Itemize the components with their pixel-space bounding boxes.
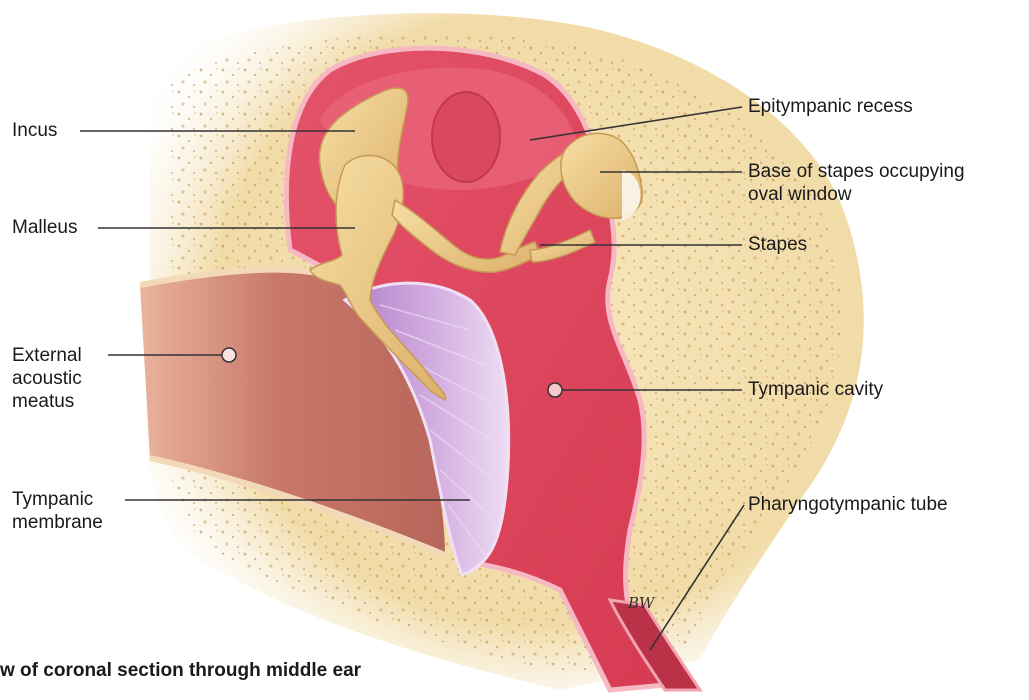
tympanic-membrane-label: Tympanic membrane <box>12 488 103 534</box>
figure-caption: w of coronal section through middle ear <box>0 660 361 682</box>
epitympanic-recess-label: Epitympanic recess <box>748 95 913 118</box>
artist-signature: BW <box>628 594 654 612</box>
tympanic-membrane-label-line-1: Tympanic <box>12 488 103 511</box>
tympanic-cavity-marker <box>548 383 562 397</box>
external-meatus-label-line-3: meatus <box>12 390 82 413</box>
tympanic-membrane-label-line-2: membrane <box>12 511 103 534</box>
pharyngotympanic-tube-label: Pharyngotympanic tube <box>748 493 948 516</box>
incus-label: Incus <box>12 119 57 142</box>
base-of-stapes-label-line-1: Base of stapes occupying <box>748 160 965 183</box>
external-meatus-label-line-2: acoustic <box>12 367 82 390</box>
external-meatus-label: External acoustic meatus <box>12 344 82 413</box>
base-of-stapes-label-line-2: oval window <box>748 183 965 206</box>
external-meatus-marker <box>222 348 236 362</box>
tympanic-cavity-label: Tympanic cavity <box>748 378 883 401</box>
malleus-label: Malleus <box>12 216 77 239</box>
external-meatus-label-line-1: External <box>12 344 82 367</box>
base-of-stapes-label: Base of stapes occupying oval window <box>748 160 965 206</box>
stapes-label: Stapes <box>748 233 807 256</box>
